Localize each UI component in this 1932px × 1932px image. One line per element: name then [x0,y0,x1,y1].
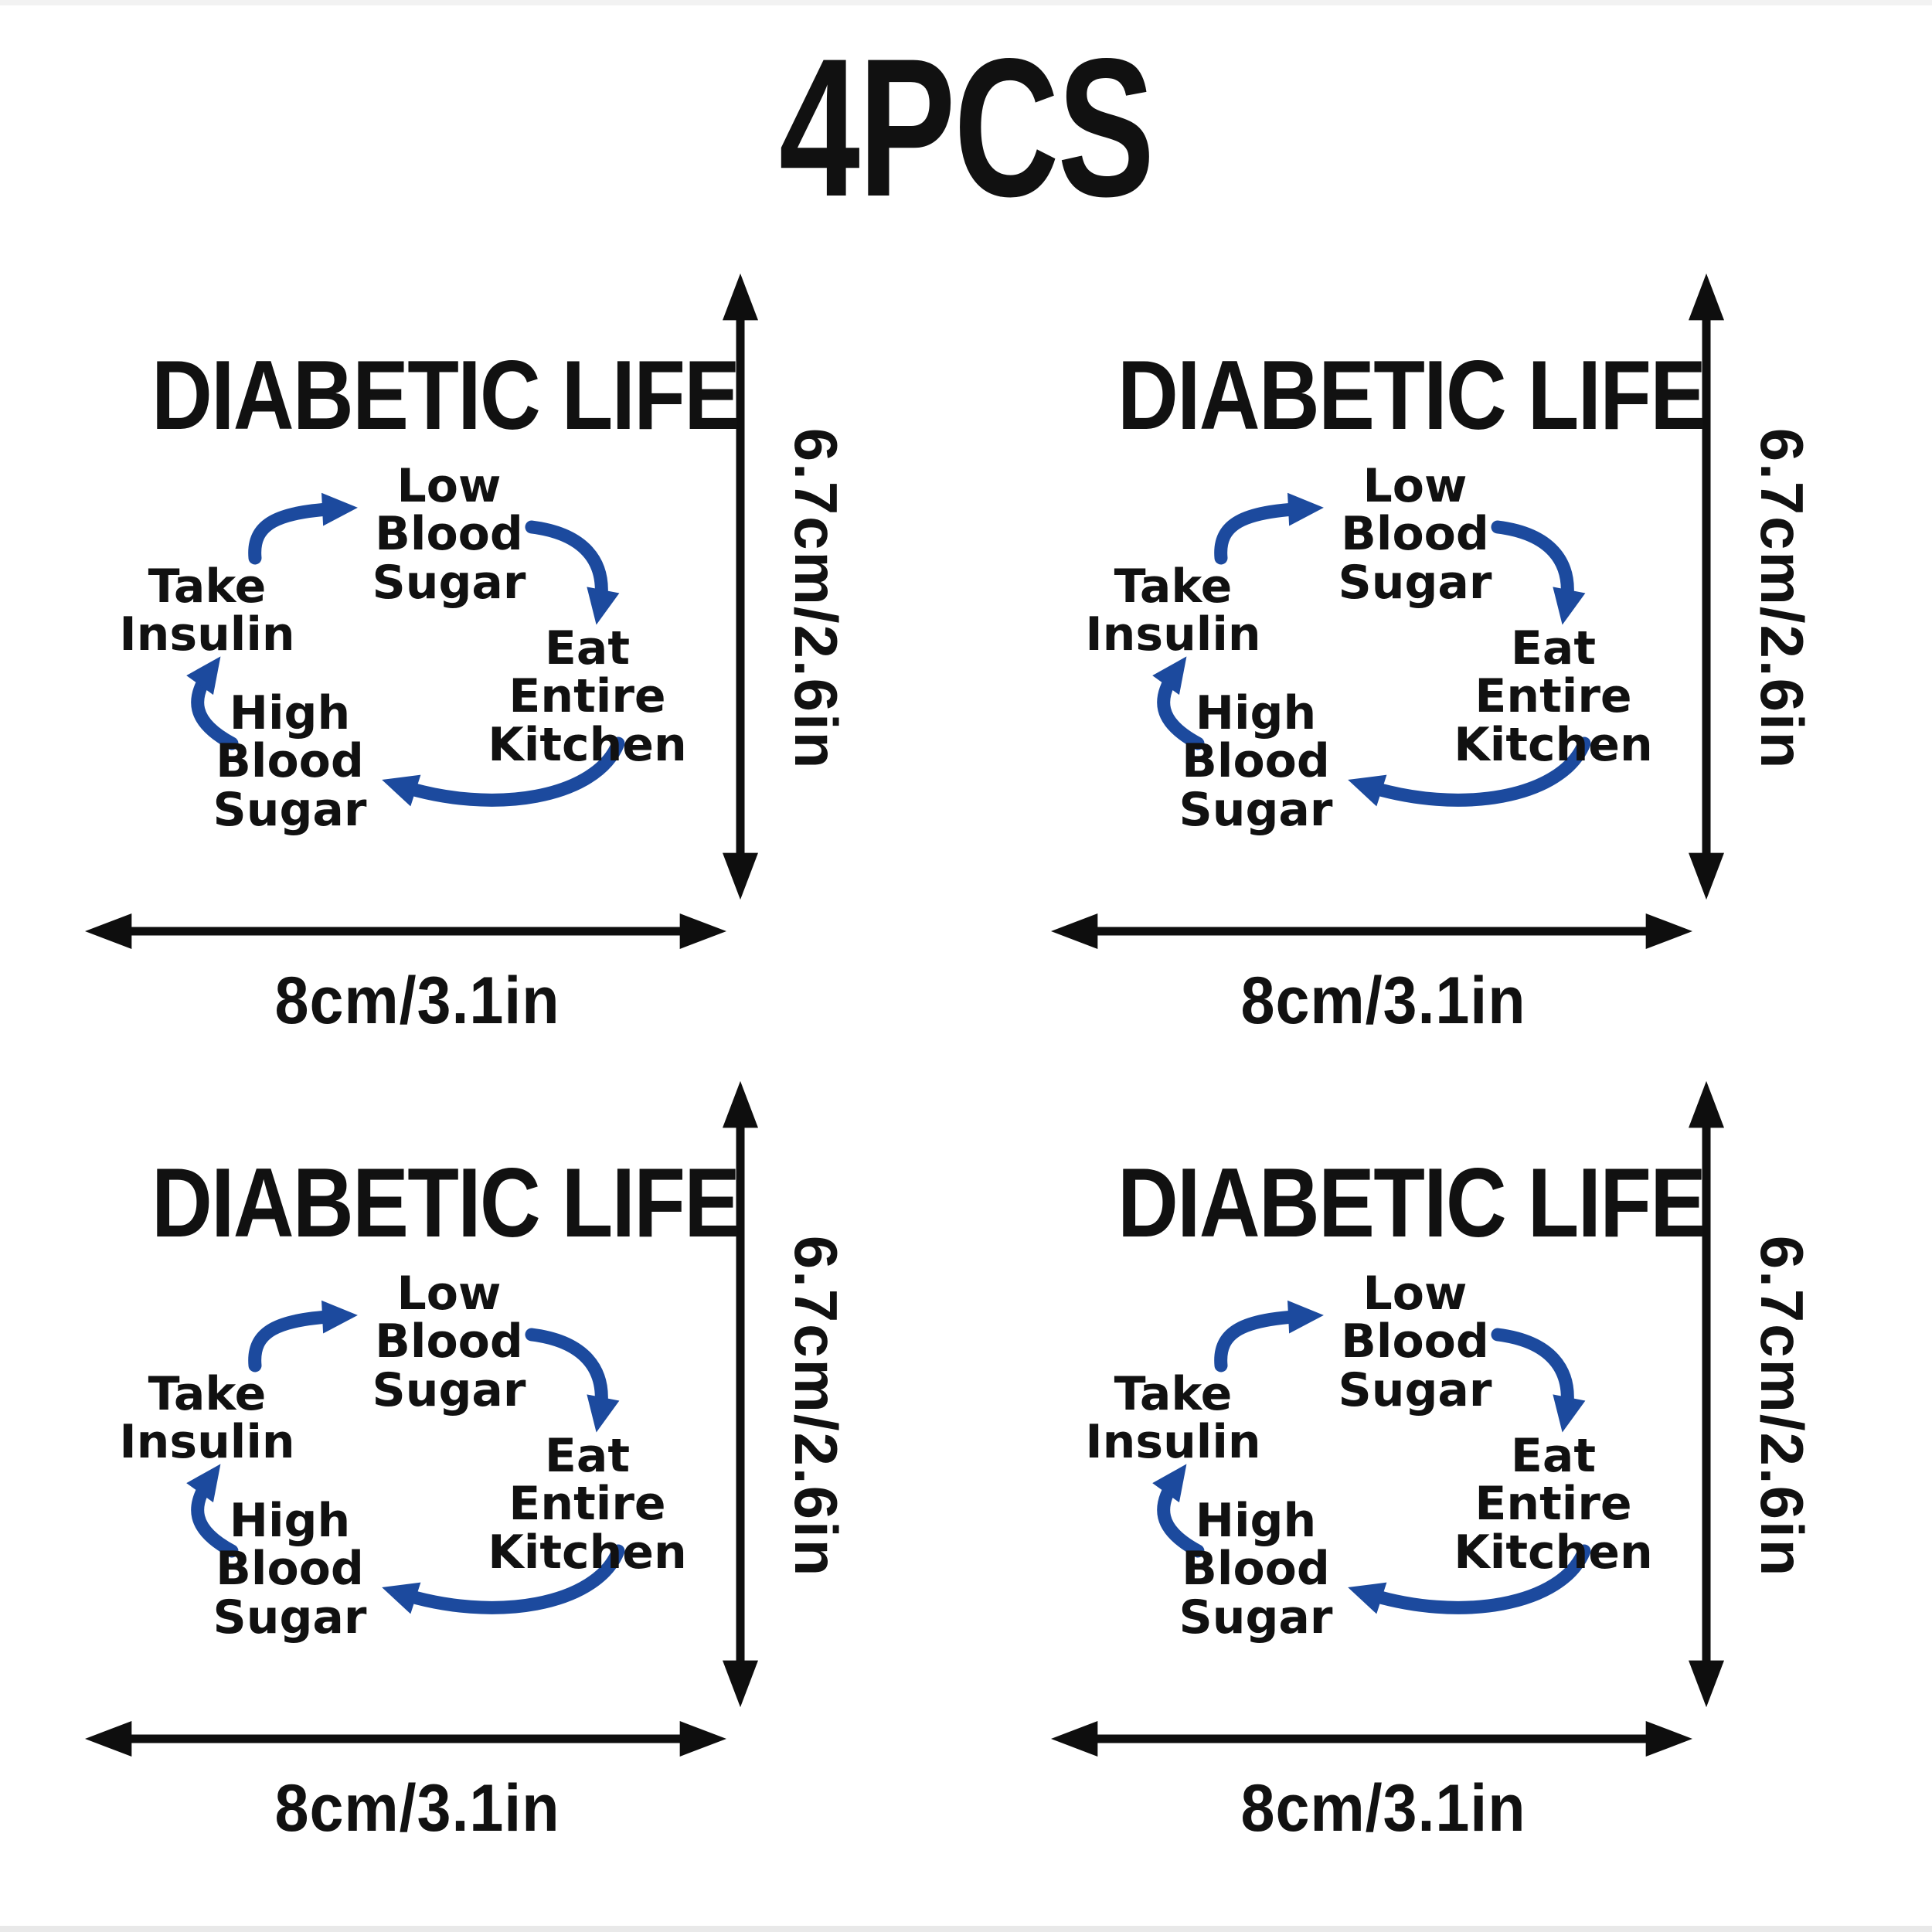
sticker-title: DIABETIC LIFE [151,1148,740,1257]
cycle-label-high-blood-sugar: High Blood Sugar [213,686,367,837]
cycle-line: Sugar [372,1362,526,1417]
cycle-line: Blood [1341,1315,1489,1369]
sticker-panel: DIABETIC LIFE Low Blood Sugar Take Insul… [0,808,966,1889]
cycle-line: Take [1114,560,1233,614]
cycle-label-eat-entire-kitchen: Eat Entire Kitchen [1454,1432,1652,1577]
cycle-arrow-low-to-eat-icon [525,520,620,625]
sticker-title: DIABETIC LIFE [1117,1148,1706,1257]
cycle-line: High [1195,1494,1317,1548]
cycle-line: High [229,1494,351,1548]
height-dimension-label: 6.7cm/2.6in [1748,1235,1816,1578]
cycle-line: Insulin [119,1415,295,1470]
cycle-line: Blood [1182,1542,1330,1597]
cycle-line: Sugar [1338,555,1492,610]
cycle-line: High [1195,686,1317,740]
cycle-label-low-blood-sugar: Low Blood Sugar [1338,1267,1492,1417]
width-dimension-label: 8cm/3.1in [274,964,560,1038]
cycle-line: Take [1114,1367,1233,1421]
cycle-arrow-low-to-eat-icon [1491,1328,1586,1433]
cycle-line: Insulin [1085,607,1261,662]
width-dimension-label: 8cm/3.1in [274,1771,560,1845]
cycle-line: Entire [1475,669,1632,724]
cycle-label-eat-entire-kitchen: Eat Entire Kitchen [488,621,687,772]
cycle-line: Sugar [1338,1362,1492,1417]
cycle-label-take-insulin: Take Insulin [119,563,294,659]
cycle-line: Low [1362,1267,1468,1321]
sticker-panel: DIABETIC LIFE Low Blood Sugar Take Insul… [966,808,1932,1889]
cycle-line: Kitchen [488,717,687,772]
cycle-label-take-insulin: Take Insulin [119,1370,294,1467]
cycle-line: Low [396,1267,502,1321]
width-dimension-label: 8cm/3.1in [1240,964,1526,1038]
cycle-label-low-blood-sugar: Low Blood Sugar [372,1267,526,1417]
cycle-arrow-insulin-to-low-icon [248,492,358,565]
cycle-label-eat-entire-kitchen: Eat Entire Kitchen [488,1432,686,1577]
cycle-label-high-blood-sugar: High Blood Sugar [213,1494,367,1645]
cycle-label-low-blood-sugar: Low Blood Sugar [1338,462,1492,607]
cycle-line: Blood [1341,507,1489,562]
cycle-line: Blood [216,734,364,789]
cycle-line: Low [1362,459,1468,513]
width-dimension-label: 8cm/3.1in [1240,1771,1526,1845]
height-dimension-label: 6.7cm/2.6in [782,427,850,770]
cycle-label-low-blood-sugar: Low Blood Sugar [372,462,526,607]
piece-count-label: 4PCS [778,18,1155,238]
cycle-line: Blood [375,1315,523,1369]
cycle-line: Take [148,560,267,614]
cycle-line: Eat [544,1429,631,1483]
cycle-line: Eat [544,621,631,675]
cycle-label-high-blood-sugar: High Blood Sugar [1179,1494,1333,1645]
cycle-label-eat-entire-kitchen: Eat Entire Kitchen [1454,621,1653,772]
cycle-line: Entire [1475,1477,1632,1532]
cycle-line: Kitchen [488,1525,687,1580]
cycle-arrow-insulin-to-low-icon [1214,492,1324,565]
height-dimension-label: 6.7cm/2.6in [782,1235,850,1578]
cycle-line: Eat [1510,1429,1597,1483]
cycle-arrow-insulin-to-low-icon [248,1300,358,1372]
cycle-label-take-insulin: Take Insulin [1085,1370,1260,1467]
cycle-line: Sugar [1179,782,1333,837]
cycle-line: Insulin [119,607,295,662]
cycle-line: Blood [1182,734,1330,789]
cycle-line: Sugar [372,555,526,610]
cycle-line: Sugar [213,1590,367,1645]
cycle-line: Kitchen [1454,1525,1653,1580]
cycle-line: Sugar [213,782,367,837]
cycle-line: High [229,686,351,740]
cycle-arrow-low-to-eat-icon [525,1328,620,1433]
cycle-line: Blood [216,1542,364,1597]
cycle-line: Kitchen [1454,717,1653,772]
cycle-line: Sugar [1179,1590,1333,1645]
cycle-arrow-low-to-eat-icon [1491,520,1586,625]
cycle-line: Blood [375,507,523,562]
sticker-title: DIABETIC LIFE [151,340,740,450]
cycle-line: Insulin [1085,1415,1261,1470]
cycle-line: Eat [1510,621,1597,675]
sticker-title: DIABETIC LIFE [1117,340,1706,450]
height-dimension-label: 6.7cm/2.6in [1748,427,1816,770]
cycle-line: Entire [509,669,666,724]
cycle-label-take-insulin: Take Insulin [1085,563,1260,659]
top-edge-strip [0,0,1932,5]
cycle-label-high-blood-sugar: High Blood Sugar [1179,686,1333,837]
bottom-edge-strip [0,1926,1932,1932]
cycle-line: Low [396,459,502,513]
cycle-line: Take [148,1367,267,1421]
cycle-line: Entire [509,1477,666,1532]
cycle-arrow-insulin-to-low-icon [1214,1300,1324,1372]
